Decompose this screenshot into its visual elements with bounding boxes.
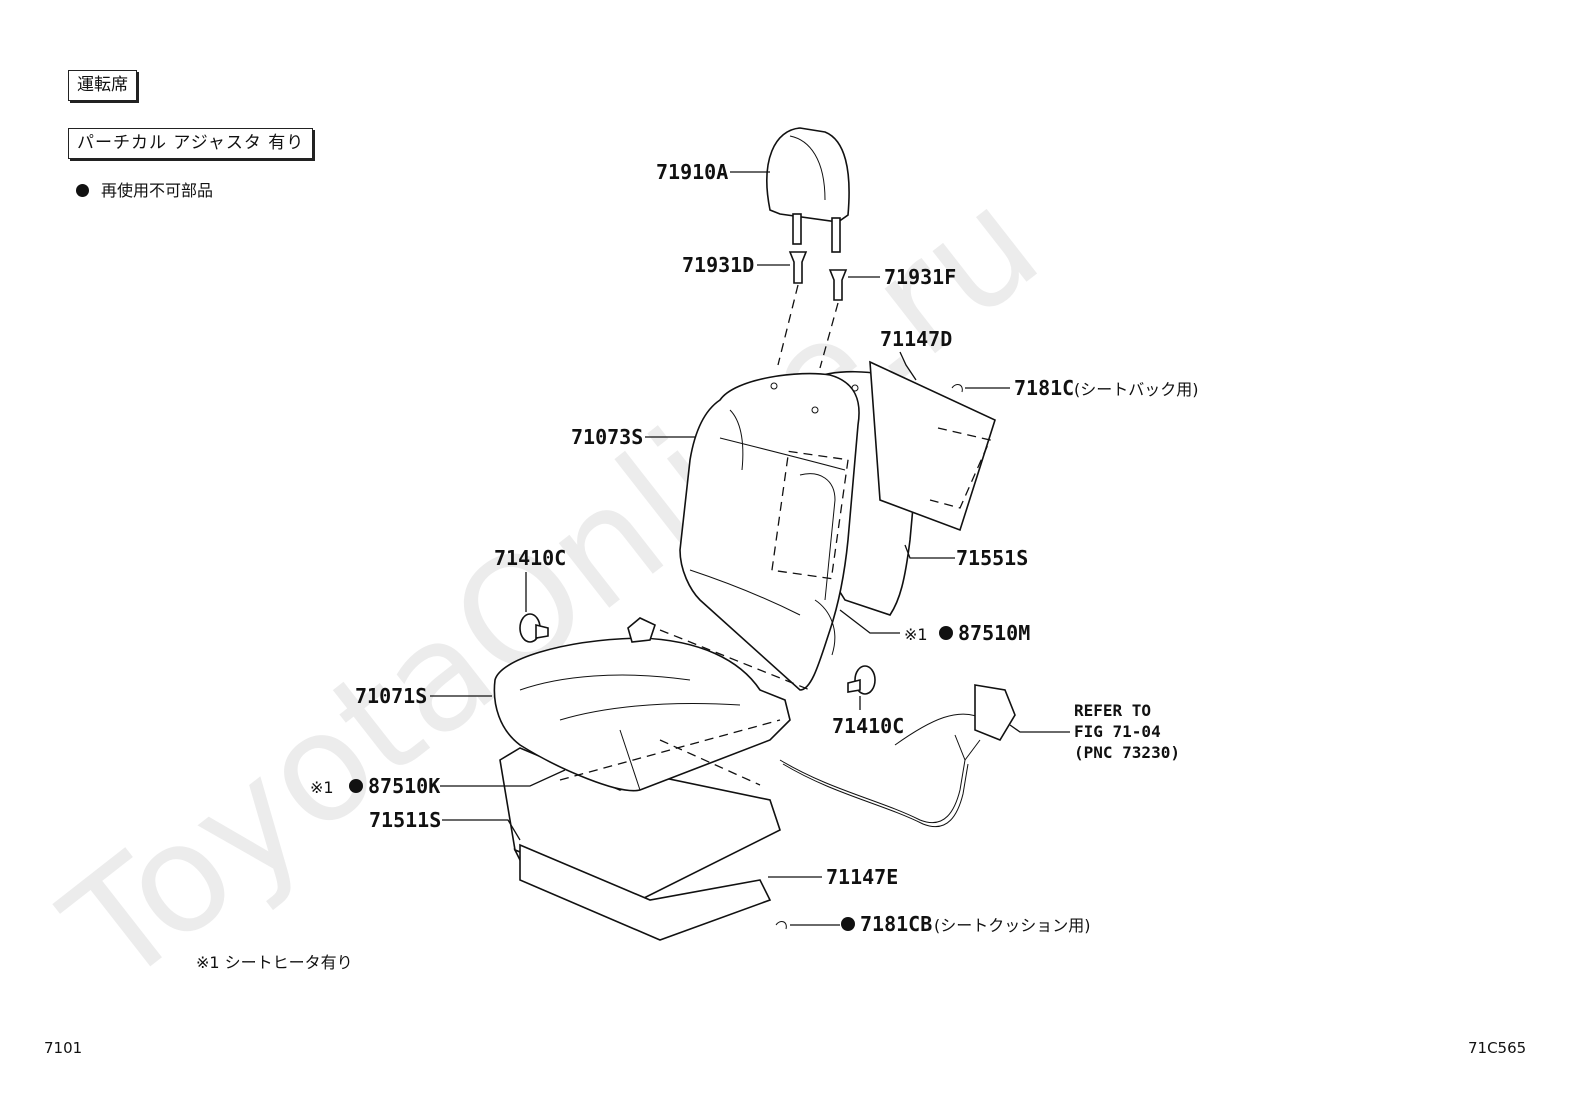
non-reusable-bullet-icon — [841, 917, 855, 931]
label-71910A: 71910A — [656, 160, 728, 184]
page-code-right: 71C565 — [1468, 1039, 1527, 1057]
seat-position-label: 運転席 — [77, 75, 128, 95]
seat-cushion-drawing — [493, 617, 811, 941]
condition-box: パーチカル アジャスタ 有り — [68, 128, 314, 159]
page-code-left: 7101 — [44, 1039, 83, 1057]
non-reusable-bullet-icon — [349, 779, 363, 793]
non-reusable-legend: 再使用不可部品 — [76, 177, 213, 201]
label-71410C-lower: 71410C — [832, 714, 904, 738]
non-reusable-bullet-icon — [939, 626, 953, 640]
label-7181CB: 7181CB — [860, 912, 932, 936]
headrest-guides-drawing — [788, 251, 848, 301]
refer-line-1: REFER TO — [1074, 701, 1151, 720]
label-71073S: 71073S — [571, 425, 643, 449]
label-71071S: 71071S — [355, 684, 427, 708]
leader-lines — [430, 171, 1070, 926]
footnote: ※1 シートヒータ有り — [196, 953, 353, 972]
label-87510K: 87510K — [368, 774, 440, 798]
non-reusable-legend-text: 再使用不可部品 — [101, 181, 214, 200]
bullet-icon — [76, 184, 89, 197]
label-7181C-usage: (シートバック用) — [1074, 380, 1199, 399]
label-87510M: 87510M — [958, 621, 1030, 645]
refer-line-2: FIG 71-04 — [1074, 722, 1161, 741]
label-71931D: 71931D — [682, 253, 754, 277]
condition-label: パーチカル アジャスタ 有り — [77, 133, 305, 153]
label-71931F: 71931F — [884, 265, 956, 289]
seatback-cover-drawing — [679, 360, 996, 691]
label-71410C-upper: 71410C — [494, 546, 566, 570]
clip-71410C-drawing — [519, 613, 876, 695]
heater-harness-drawing — [779, 599, 1016, 828]
label-87510M-note-mark: ※1 — [904, 625, 928, 644]
label-7181CB-usage: (シートクッション用) — [934, 916, 1091, 935]
hog-ring-drawing — [775, 384, 963, 930]
seat-position-box: 運転席 — [68, 70, 137, 101]
label-71551S: 71551S — [956, 546, 1028, 570]
refer-line-3: (PNC 73230) — [1074, 743, 1180, 762]
label-87510K-note-mark: ※1 — [310, 778, 334, 797]
headrest-drawing — [766, 127, 850, 253]
label-71147D: 71147D — [880, 327, 952, 351]
label-71147E: 71147E — [826, 865, 898, 889]
label-71511S: 71511S — [369, 808, 441, 832]
label-7181C: 7181C — [1014, 376, 1074, 400]
